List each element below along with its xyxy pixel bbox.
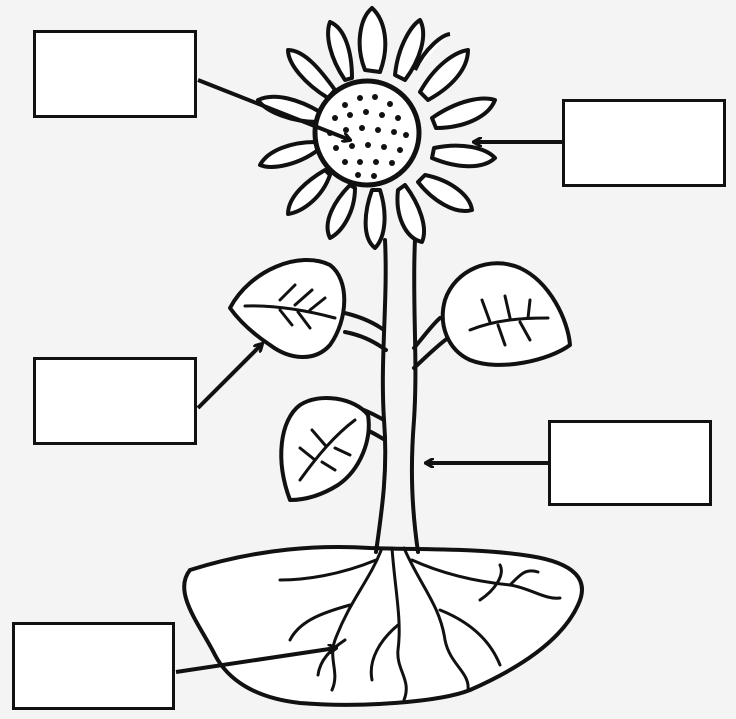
label-box-flower-center[interactable] bbox=[33, 30, 197, 118]
stem bbox=[340, 240, 448, 552]
label-box-roots[interactable] bbox=[12, 622, 175, 710]
label-box-petals[interactable] bbox=[562, 99, 726, 187]
soil-mound bbox=[184, 547, 582, 705]
label-box-stem[interactable] bbox=[548, 420, 712, 506]
arrow-to-leaf bbox=[198, 344, 262, 408]
label-box-leaf[interactable] bbox=[33, 357, 197, 445]
